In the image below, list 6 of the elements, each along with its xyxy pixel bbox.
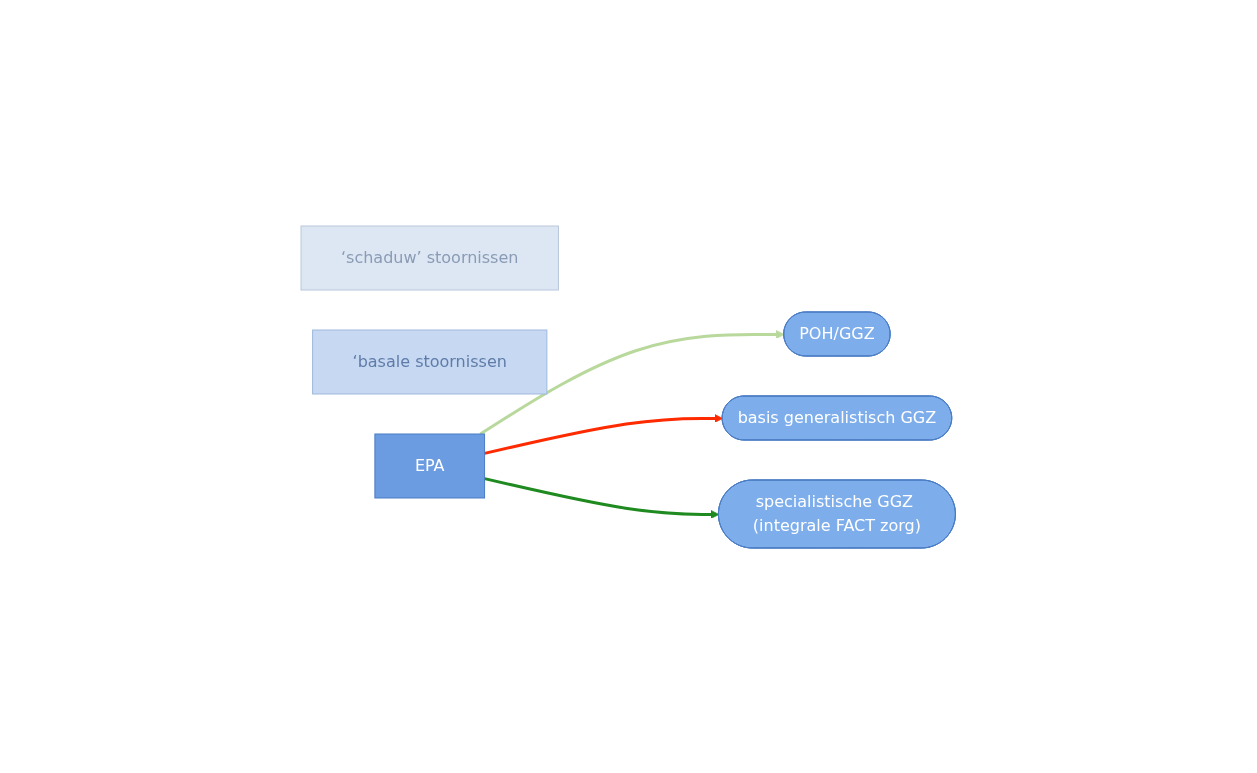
node-box: EPA: [374, 433, 486, 498]
node-box: ‘schaduw’ stoornissen: [300, 225, 560, 290]
node-box: ‘basale stoornissen: [312, 329, 548, 394]
arrow: [484, 476, 720, 519]
arrow: [484, 413, 724, 455]
arrow: [479, 329, 785, 435]
